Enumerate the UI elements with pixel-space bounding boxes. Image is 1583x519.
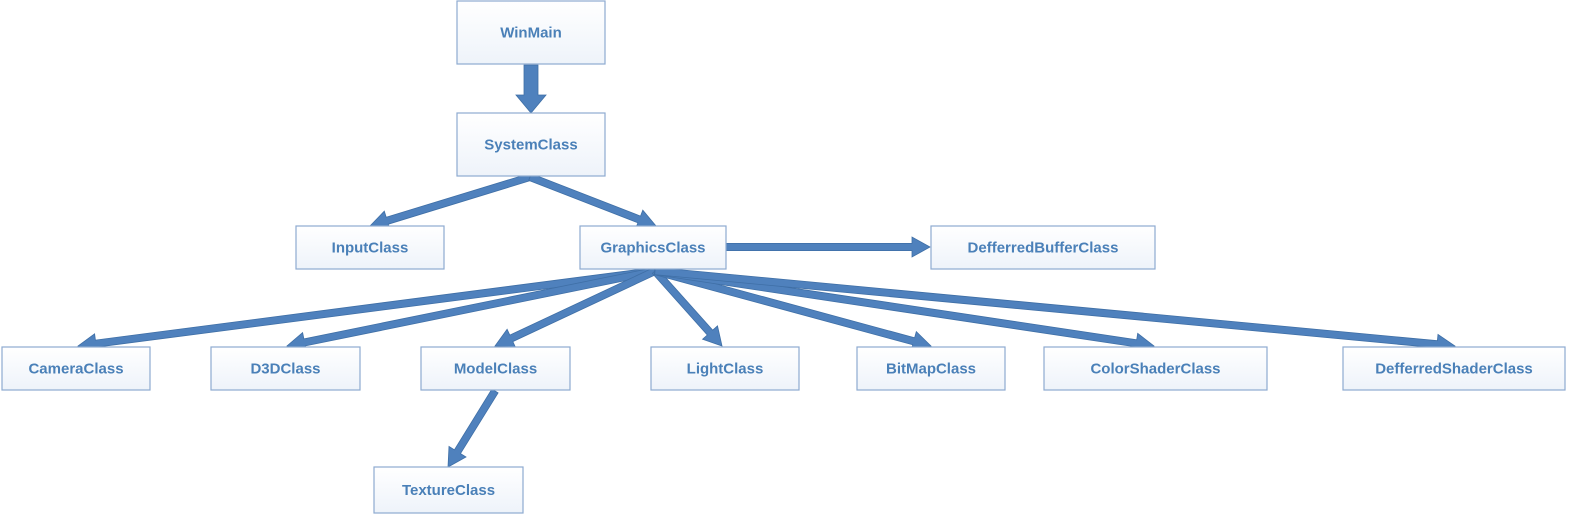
node-defferredbufferclass[interactable]: DefferredBufferClass <box>930 225 1156 270</box>
node-label: D3DClass <box>250 360 320 377</box>
node-label: GraphicsClass <box>600 239 705 256</box>
node-colorshaderclass[interactable]: ColorShaderClass <box>1043 346 1268 391</box>
node-label: InputClass <box>332 239 409 256</box>
node-label: ColorShaderClass <box>1090 360 1220 377</box>
arrow-graphicsclass-to-defferredbufferclass <box>725 236 931 258</box>
arrow-graphicsclass-to-defferredshaderclass <box>654 266 1456 355</box>
node-label: WinMain <box>500 24 562 41</box>
node-label: DefferredShaderClass <box>1375 360 1533 377</box>
arrow-modelclass-to-textureclass <box>447 388 499 468</box>
node-label: DefferredBufferClass <box>968 239 1119 256</box>
node-lightclass[interactable]: LightClass <box>650 346 800 391</box>
node-box <box>856 346 1006 391</box>
node-box <box>373 466 524 514</box>
node-label: CameraClass <box>28 360 123 377</box>
node-box <box>1043 346 1268 391</box>
node-graphicsclass[interactable]: GraphicsClass <box>579 225 727 270</box>
arrow-systemclass-to-graphicsclass <box>528 173 657 230</box>
node-defferredshaderclass[interactable]: DefferredShaderClass <box>1342 346 1566 391</box>
node-box <box>579 225 727 270</box>
node-box <box>456 0 606 65</box>
node-box <box>1 346 151 391</box>
node-d3dclass[interactable]: D3DClass <box>210 346 361 391</box>
node-inputclass[interactable]: InputClass <box>295 225 445 270</box>
node-label: LightClass <box>687 360 764 377</box>
node-box <box>1342 346 1566 391</box>
node-bitmapclass[interactable]: BitMapClass <box>856 346 1006 391</box>
node-box <box>420 346 571 391</box>
node-label: BitMapClass <box>886 360 976 377</box>
node-box <box>650 346 800 391</box>
node-modelclass[interactable]: ModelClass <box>420 346 571 391</box>
node-box <box>456 112 606 177</box>
edges-layer <box>77 64 1456 468</box>
node-label: ModelClass <box>454 360 537 377</box>
node-cameraclass[interactable]: CameraClass <box>1 346 151 391</box>
node-textureclass[interactable]: TextureClass <box>373 466 524 514</box>
node-box <box>210 346 361 391</box>
node-label: SystemClass <box>484 136 577 153</box>
node-label: TextureClass <box>402 482 495 499</box>
node-box <box>295 225 445 270</box>
node-winmain[interactable]: WinMain <box>456 0 606 65</box>
arrow-winmain-to-systemclass <box>515 64 547 114</box>
arrow-graphicsclass-to-lightclass <box>651 268 723 347</box>
node-box <box>930 225 1156 270</box>
arrow-systemclass-to-inputclass <box>369 173 532 231</box>
node-systemclass[interactable]: SystemClass <box>456 112 606 177</box>
